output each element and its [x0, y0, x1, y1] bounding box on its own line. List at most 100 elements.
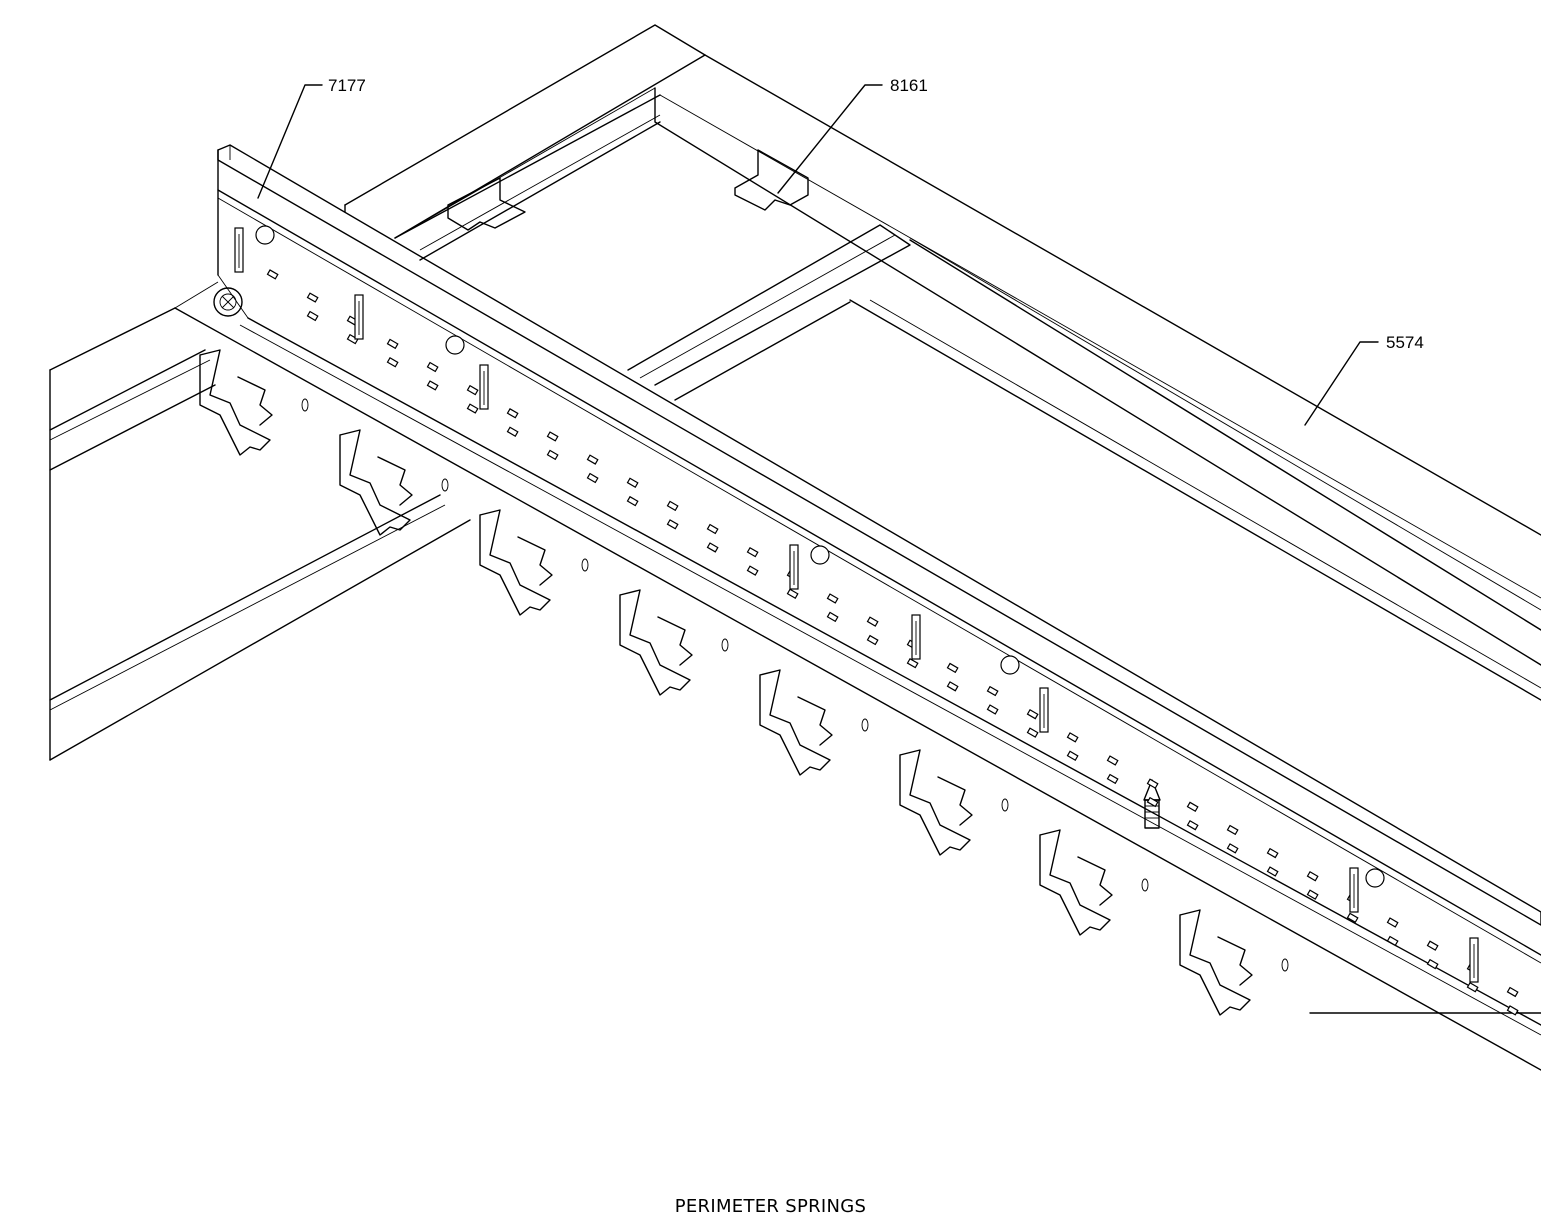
- slot: [1346, 912, 1359, 924]
- slot: [506, 426, 519, 437]
- slot: [586, 472, 599, 484]
- slot: [266, 269, 279, 280]
- slot: [866, 616, 879, 627]
- callout-7177: 7177: [257, 76, 366, 199]
- spring-eye: [1001, 798, 1009, 812]
- slot: [1146, 778, 1159, 789]
- slot: [306, 292, 319, 303]
- slot: [1386, 935, 1399, 947]
- slot: [1186, 801, 1199, 813]
- slot: [506, 408, 519, 419]
- slot: [946, 662, 959, 674]
- spring-eye: [721, 638, 729, 652]
- slot: [1266, 866, 1279, 877]
- channel-holes: [234, 225, 1479, 983]
- spring: [1179, 909, 1251, 1016]
- slot: [986, 704, 999, 715]
- round-hole: [1365, 868, 1385, 888]
- spring-eye: [861, 718, 869, 732]
- callout-label-7177: 7177: [328, 76, 366, 95]
- perimeter-springs: [199, 349, 1289, 1016]
- slot: [1466, 982, 1479, 993]
- lower-left-frame: [49, 307, 471, 761]
- screw: [213, 287, 243, 317]
- side-rail-5574: [654, 54, 1541, 701]
- spring-hook: [1217, 936, 1253, 986]
- spring-hook: [1077, 856, 1113, 906]
- round-hole: [810, 545, 830, 565]
- spring-hook: [657, 616, 693, 666]
- spring-hook: [237, 376, 273, 426]
- slot: [706, 542, 719, 553]
- slot: [426, 380, 439, 391]
- slot: [1226, 824, 1239, 836]
- slot: [666, 500, 679, 512]
- slot: [706, 523, 719, 535]
- callout-label-5574: 5574: [1386, 333, 1424, 352]
- slot: [546, 449, 559, 461]
- spring-hook: [377, 456, 413, 506]
- callout-label-8161: 8161: [890, 76, 928, 95]
- spring: [759, 669, 831, 776]
- slot: [1106, 773, 1119, 785]
- spring-hook: [937, 776, 973, 826]
- clip-8161-right: [734, 149, 809, 211]
- spring: [339, 429, 411, 536]
- slot: [546, 431, 559, 442]
- callout-8161: 8161: [777, 76, 928, 194]
- spring: [619, 589, 691, 696]
- slot: [626, 477, 639, 488]
- slot: [1066, 750, 1079, 762]
- slot: [826, 593, 839, 604]
- round-hole: [1000, 655, 1020, 675]
- far-frame-rail: [344, 24, 706, 239]
- slot: [986, 685, 999, 697]
- perimeter-channel-7177: [174, 144, 1541, 1071]
- slot: [746, 565, 759, 576]
- slot: [946, 681, 959, 692]
- callout-5574: 5574: [1304, 333, 1424, 426]
- slot: [1146, 796, 1159, 808]
- clip-8161-left: [447, 177, 526, 231]
- round-hole: [445, 335, 465, 355]
- slot: [386, 338, 399, 350]
- slot: [1026, 708, 1039, 720]
- spring: [199, 349, 271, 456]
- slot: [1186, 819, 1199, 831]
- spring-eye: [301, 398, 309, 412]
- slot: [466, 403, 479, 414]
- slot: [666, 519, 679, 530]
- slot: [786, 588, 799, 599]
- cross-member: [627, 224, 911, 401]
- slot: [626, 495, 639, 507]
- slot: [1306, 870, 1319, 882]
- slot: [746, 546, 759, 558]
- slot: [1106, 755, 1119, 766]
- spring: [479, 509, 551, 616]
- slot: [1426, 940, 1439, 951]
- spring-eye: [1281, 958, 1289, 972]
- slot: [906, 657, 919, 669]
- figure-caption: PERIMETER SPRINGS: [674, 1196, 867, 1217]
- slot: [1066, 732, 1079, 743]
- slot: [426, 361, 439, 373]
- slot: [826, 611, 839, 623]
- inner-back-rail: [394, 94, 661, 261]
- slot: [1506, 986, 1519, 998]
- slot: [386, 357, 399, 368]
- slot: [1026, 727, 1039, 738]
- channel-slots: [266, 269, 1519, 1016]
- spring: [1039, 829, 1111, 936]
- slot: [306, 310, 319, 322]
- slot: [346, 333, 359, 345]
- slot: [866, 634, 879, 646]
- spring-hook: [797, 696, 833, 746]
- slot: [1426, 958, 1439, 970]
- slot: [1266, 847, 1279, 859]
- spring-eye: [581, 558, 589, 572]
- slot: [1226, 843, 1239, 854]
- round-hole: [255, 225, 275, 245]
- spring-eye: [1141, 878, 1149, 892]
- slot: [1306, 889, 1319, 900]
